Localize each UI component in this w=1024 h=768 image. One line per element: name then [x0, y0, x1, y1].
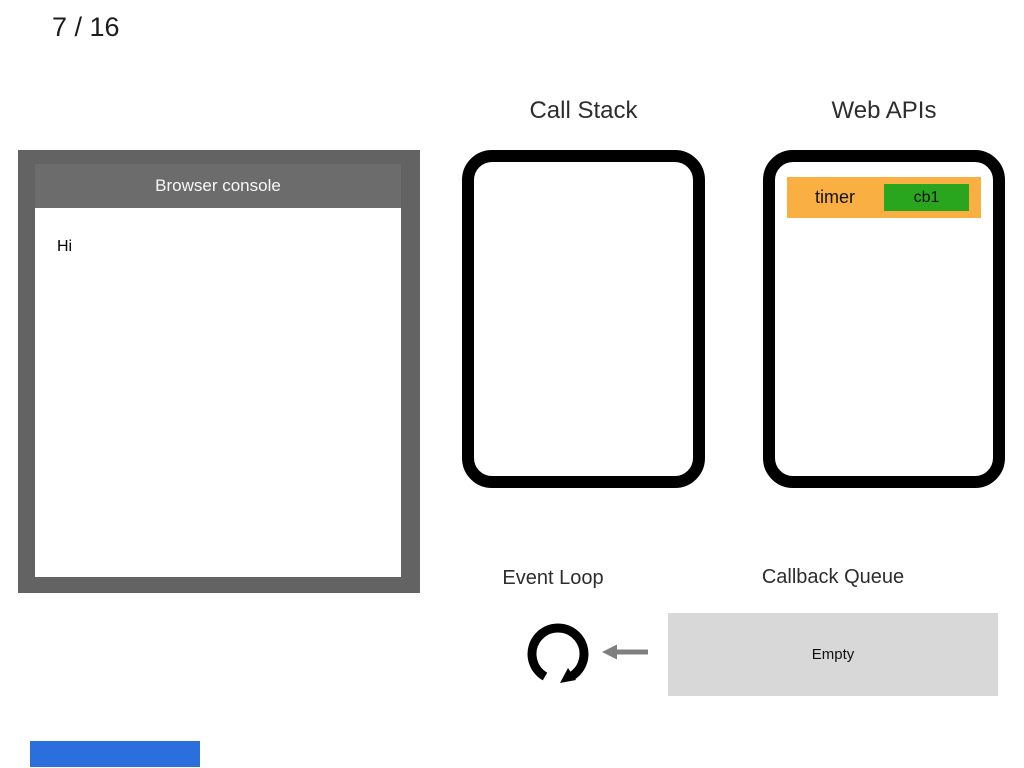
- loop-cycle-icon: [523, 619, 593, 689]
- console-log-line: Hi: [57, 238, 73, 255]
- browser-console-output: Hi: [35, 208, 401, 577]
- browser-console-titlebar: Browser console: [35, 164, 401, 208]
- callback-queue-status: Empty: [811, 646, 855, 663]
- event-loop-title: Event Loop: [502, 567, 604, 589]
- timer-label: timer: [815, 187, 855, 207]
- call-stack-box: [462, 150, 705, 488]
- browser-console-panel: Browser console Hi: [18, 150, 420, 593]
- call-stack-title: Call Stack: [529, 97, 638, 124]
- web-apis-title: Web APIs: [831, 97, 937, 124]
- page-counter: 7 / 16: [52, 12, 120, 42]
- web-api-task-timer: timer cb1: [787, 177, 981, 218]
- arrow-left-icon: [600, 643, 652, 661]
- slide-progress-bar: [30, 741, 200, 767]
- web-apis-box: timer cb1: [763, 150, 1005, 488]
- callback-badge-cb1: cb1: [884, 184, 969, 211]
- browser-console-title: Browser console: [155, 176, 281, 195]
- callback-queue-box: Empty: [668, 613, 998, 696]
- callback-queue-title: Callback Queue: [761, 566, 905, 588]
